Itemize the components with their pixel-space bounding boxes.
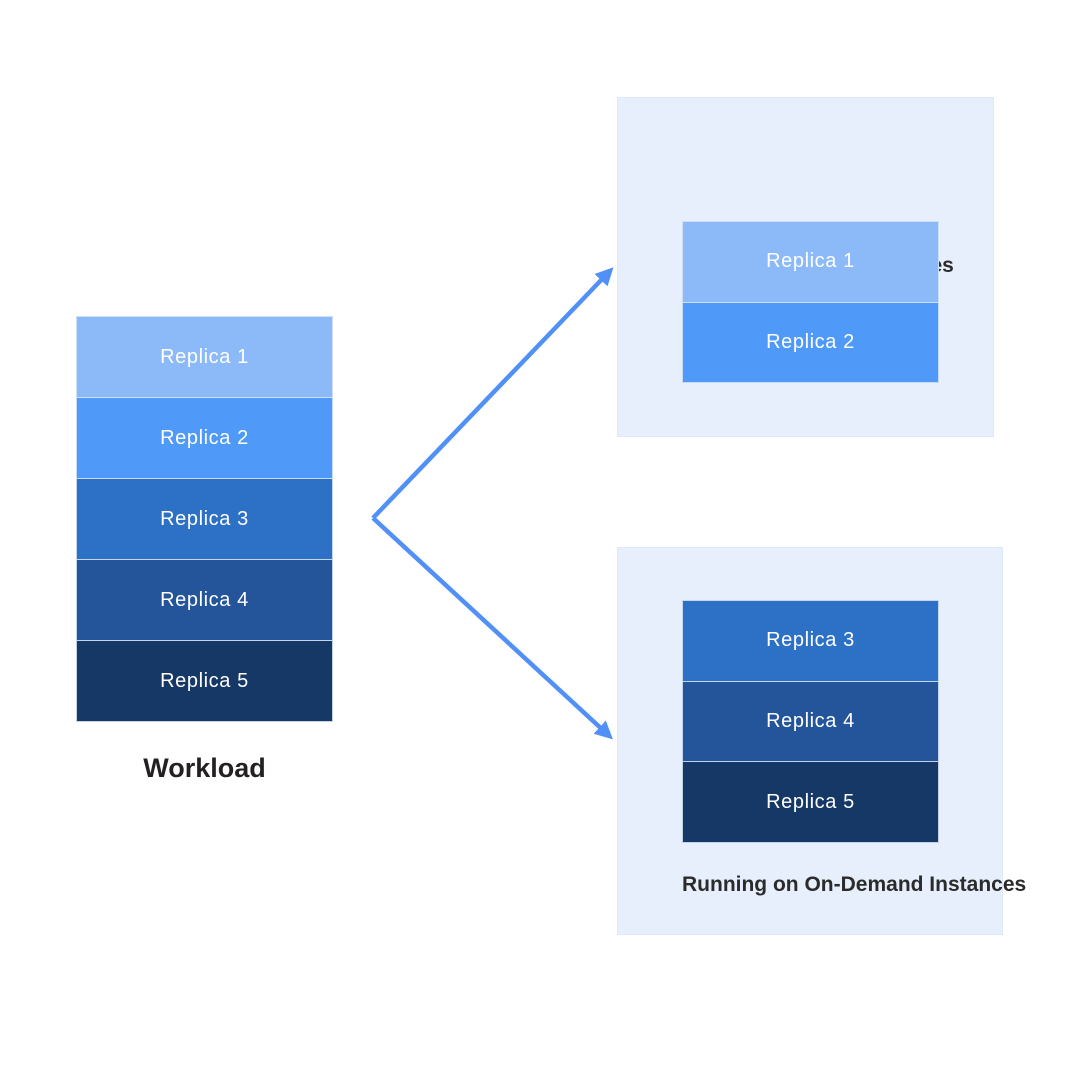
workload-stack: Replica 1 Replica 2 Replica 3 Replica 4 … xyxy=(76,316,333,722)
replica-label: Replica 1 xyxy=(766,250,855,273)
replica-band: Replica 3 xyxy=(76,479,333,560)
replica-label: Replica 4 xyxy=(160,588,249,611)
replica-label: Replica 3 xyxy=(160,507,249,530)
replica-label: Replica 1 xyxy=(160,345,249,368)
replica-band: Replica 2 xyxy=(682,302,939,383)
ondemand-replica-stack: Replica 3 Replica 4 Replica 5 xyxy=(682,600,939,844)
spot-instances-panel: Running on Spot Instances Replica 1 Repl… xyxy=(617,97,994,437)
spot-replica-stack: Replica 1 Replica 2 xyxy=(682,221,939,383)
replica-band: Replica 5 xyxy=(682,762,939,844)
replica-band: Replica 3 xyxy=(682,600,939,682)
ondemand-panel-title: Running on On-Demand Instances xyxy=(682,873,1027,896)
ondemand-instances-panel: Replica 3 Replica 4 Replica 5 Running on… xyxy=(617,547,1027,935)
replica-band: Replica 1 xyxy=(682,221,939,303)
replica-label: Replica 2 xyxy=(766,330,855,353)
replica-label: Replica 5 xyxy=(160,669,249,692)
workload-caption: Workload xyxy=(143,753,266,783)
replica-band: Replica 5 xyxy=(76,641,333,722)
replica-label: Replica 4 xyxy=(766,710,855,732)
replica-label: Replica 3 xyxy=(766,629,855,652)
replica-band: Replica 4 xyxy=(682,681,939,763)
replica-label: Replica 2 xyxy=(160,426,249,449)
replica-band: Replica 1 xyxy=(76,316,333,398)
arrow-to-ondemand-icon xyxy=(371,516,613,740)
replica-label: Replica 5 xyxy=(766,790,855,813)
replica-band: Replica 2 xyxy=(76,398,333,479)
arrow-to-spot-icon xyxy=(371,267,614,520)
replica-band: Replica 4 xyxy=(76,560,333,641)
